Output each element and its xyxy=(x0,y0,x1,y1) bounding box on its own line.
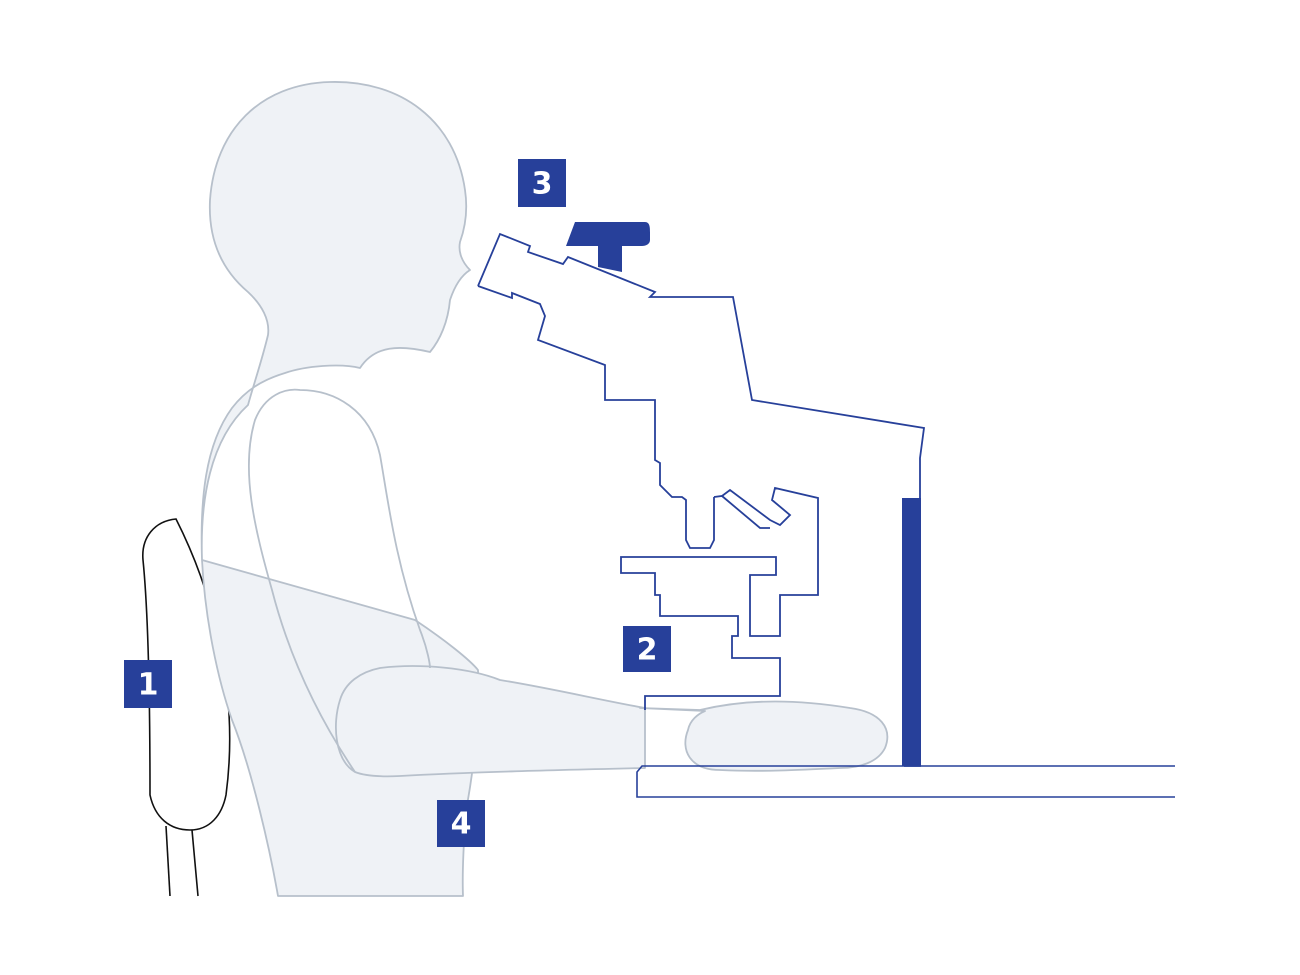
table xyxy=(636,765,1175,798)
badge-2-label: 2 xyxy=(637,633,658,668)
badge-3-label: 3 xyxy=(532,167,553,202)
chair-leg-front xyxy=(191,829,199,897)
badge-1-label: 1 xyxy=(138,668,159,703)
badge-1: 1 xyxy=(124,660,172,708)
microscope-objective xyxy=(713,495,770,529)
microscope-nosepiece xyxy=(620,486,819,710)
eyepiece-cap xyxy=(566,222,650,272)
badge-4: 4 xyxy=(437,800,485,847)
microscope xyxy=(477,232,926,767)
person xyxy=(200,81,889,897)
microscope-column-bar xyxy=(902,498,921,766)
chair-leg-back xyxy=(165,825,171,897)
person-shoulder xyxy=(335,665,646,778)
person-torso-outline xyxy=(247,388,431,773)
badge-3: 3 xyxy=(518,159,566,207)
microscope-head xyxy=(477,232,926,767)
badge-2: 2 xyxy=(623,626,671,672)
table-edge xyxy=(636,765,1175,798)
microscope-tube xyxy=(477,285,715,549)
person-forearm xyxy=(639,700,889,772)
badge-4-label: 4 xyxy=(451,807,472,842)
